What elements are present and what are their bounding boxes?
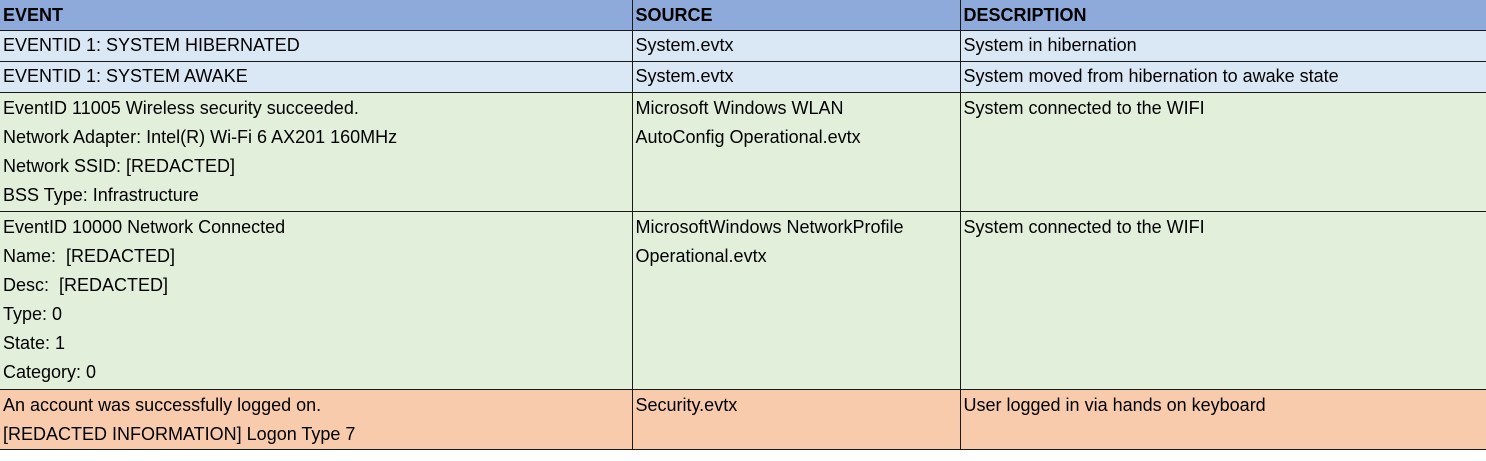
- event-cell[interactable]: EventID 11005 Wireless security succeede…: [0, 92, 633, 212]
- source-cell[interactable]: System.evtx: [631, 61, 961, 93]
- cell-text: System connected to the WIFI: [963, 98, 1205, 118]
- table-row-network-connected: EventID 10000 Network Connected Name: [R…: [0, 211, 1486, 390]
- source-cell[interactable]: MicrosoftWindows NetworkProfile Operatio…: [631, 211, 961, 390]
- cell-text: System connected to the WIFI: [963, 217, 1205, 237]
- cell-text: Security.evtx: [635, 395, 738, 415]
- cell-text: System in hibernation: [963, 35, 1137, 55]
- event-cell[interactable]: EVENTID 1: SYSTEM HIBERNATED: [0, 30, 633, 62]
- table-row-system-awake: EVENTID 1: SYSTEM AWAKE System.evtx Syst…: [0, 61, 1486, 93]
- cell-text: BSS Type: Infrastructure: [3, 185, 199, 205]
- cell-text: AutoConfig Operational.evtx: [635, 127, 861, 147]
- cell-text: Microsoft Windows WLAN: [635, 98, 844, 118]
- cell-text: State: 1: [3, 333, 66, 353]
- table-row-system-hibernated: EVENTID 1: SYSTEM HIBERNATED System.evtx…: [0, 30, 1486, 62]
- description-cell[interactable]: System in hibernation: [959, 30, 1486, 62]
- cell-text: Network SSID: [REDACTED]: [3, 156, 236, 176]
- cell-text: Category: 0: [3, 362, 97, 382]
- cell-text: User logged in via hands on keyboard: [963, 395, 1266, 415]
- table-row-account-logon: An account was successfully logged on. […: [0, 389, 1486, 450]
- table-row-wireless-security: EventID 11005 Wireless security succeede…: [0, 92, 1486, 212]
- cell-text: Name: [REDACTED]: [3, 246, 176, 266]
- cell-text: Operational.evtx: [635, 246, 767, 266]
- cell-text: EVENTID 1: SYSTEM AWAKE: [3, 66, 248, 86]
- event-cell[interactable]: EVENTID 1: SYSTEM AWAKE: [0, 61, 633, 93]
- event-cell[interactable]: EventID 10000 Network Connected Name: [R…: [0, 211, 633, 390]
- cell-text: System.evtx: [635, 35, 734, 55]
- header-event[interactable]: EVENT: [0, 0, 633, 31]
- source-cell[interactable]: Security.evtx: [631, 389, 961, 450]
- description-cell[interactable]: System connected to the WIFI: [959, 211, 1486, 390]
- cell-text: EventID 11005 Wireless security succeede…: [3, 98, 359, 118]
- event-cell[interactable]: An account was successfully logged on. […: [0, 389, 633, 450]
- source-cell[interactable]: System.evtx: [631, 30, 961, 62]
- cell-text: MicrosoftWindows NetworkProfile: [635, 217, 904, 237]
- header-source[interactable]: SOURCE: [631, 0, 961, 31]
- cell-text: System.evtx: [635, 66, 734, 86]
- cell-text: Desc: [REDACTED]: [3, 275, 169, 295]
- cell-text: System moved from hibernation to awake s…: [963, 66, 1339, 86]
- source-cell[interactable]: Microsoft Windows WLAN AutoConfig Operat…: [631, 92, 961, 212]
- description-cell[interactable]: User logged in via hands on keyboard: [959, 389, 1486, 450]
- event-timeline-table: EVENT SOURCE DESCRIPTION EVENTID 1: SYST…: [0, 0, 1486, 450]
- cell-text: Network Adapter: Intel(R) Wi-Fi 6 AX201 …: [3, 127, 398, 147]
- description-cell[interactable]: System connected to the WIFI: [959, 92, 1486, 212]
- cell-text: EventID 10000 Network Connected: [3, 217, 286, 237]
- cell-text: An account was successfully logged on.: [3, 395, 322, 415]
- header-row: EVENT SOURCE DESCRIPTION: [0, 0, 1486, 31]
- description-cell[interactable]: System moved from hibernation to awake s…: [959, 61, 1486, 93]
- cell-text: Type: 0: [3, 304, 63, 324]
- cell-text: EVENTID 1: SYSTEM HIBERNATED: [3, 35, 300, 55]
- header-description[interactable]: DESCRIPTION: [959, 0, 1486, 31]
- cell-text: [REDACTED INFORMATION] Logon Type 7: [3, 424, 356, 444]
